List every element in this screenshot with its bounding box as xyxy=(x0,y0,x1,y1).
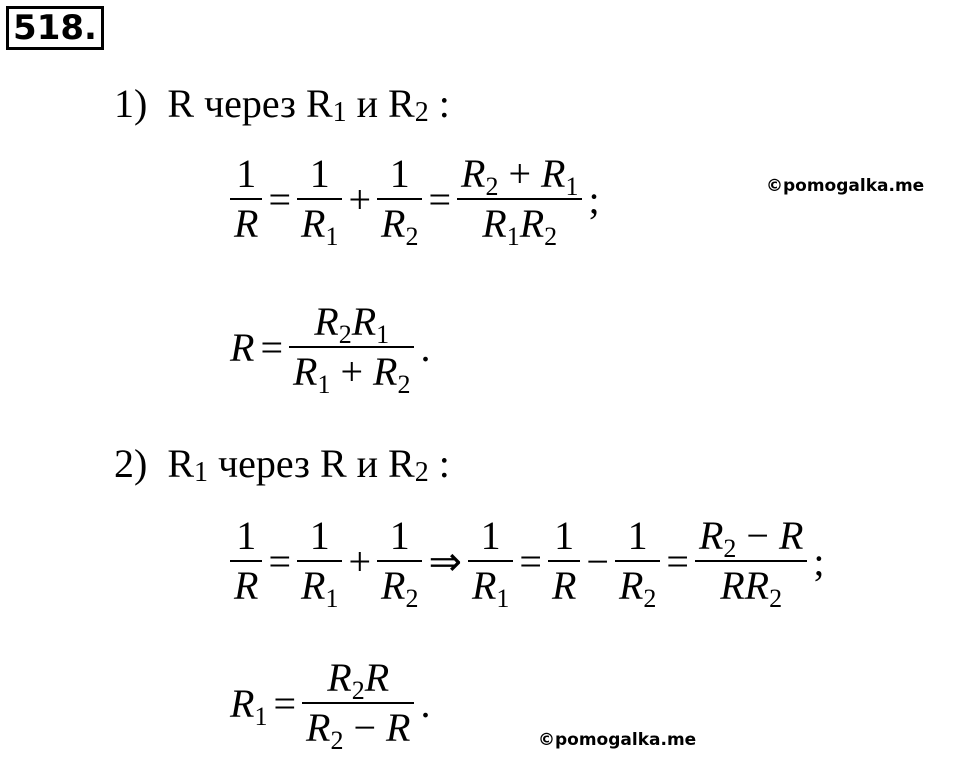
part2-var-r: R xyxy=(319,441,347,486)
equals-sign: = xyxy=(268,538,291,584)
implies-arrow-icon: ⇒ xyxy=(428,538,462,584)
part1-var-r1: R1 xyxy=(305,81,347,128)
fraction: R2R1 R1 + R2 xyxy=(289,298,415,398)
part1-via: через xyxy=(204,81,296,126)
part2-colon: : xyxy=(438,441,450,486)
part1-heading: 1) R через R1 и R2 : xyxy=(114,80,450,128)
fraction: 1 R1 xyxy=(297,150,343,250)
fraction: R2R R2 − R xyxy=(302,654,415,754)
fraction: 1 R1 xyxy=(297,512,343,612)
period: . xyxy=(420,680,431,726)
part1-equation-2: R= R2R1 R1 + R2 . xyxy=(230,298,436,398)
semicolon: ; xyxy=(588,176,600,222)
fraction: R2 − R RR2 xyxy=(694,512,808,612)
equals-sign: = xyxy=(273,680,296,726)
part2-via: через xyxy=(218,441,310,486)
part2-var-r2: R2 xyxy=(388,441,429,488)
equals-sign: = xyxy=(268,176,291,222)
fraction: 1 R xyxy=(230,512,263,610)
part2-index: 2) xyxy=(114,441,148,486)
equals-sign: = xyxy=(666,538,689,584)
watermark: ©pomogalka.me xyxy=(538,730,697,750)
part1-var-r: R xyxy=(167,81,195,126)
fraction: 1 R2 xyxy=(377,150,423,250)
part2-var-r1: R1 xyxy=(167,441,209,488)
fraction: 1 R2 xyxy=(377,512,423,612)
fraction: 1 R xyxy=(230,150,263,248)
plus-sign: + xyxy=(348,538,371,584)
equals-sign: = xyxy=(428,176,451,222)
part1-var-r2: R2 xyxy=(388,81,429,128)
period: . xyxy=(420,324,431,370)
watermark: ©pomogalka.me xyxy=(766,176,925,196)
part1-index: 1) xyxy=(114,81,148,126)
part1-equation-1: 1 R = 1 R1 + 1 R2 = R2 + R1 R1R2 ; xyxy=(230,150,606,250)
problem-number: 518. xyxy=(6,6,104,50)
minus-sign: − xyxy=(586,538,609,584)
part2-and: и xyxy=(356,441,379,486)
part1-colon: : xyxy=(438,81,450,126)
semicolon: ; xyxy=(813,538,825,584)
part2-equation-1: 1 R = 1 R1 + 1 R2 ⇒ 1 R1 = 1 R − 1 R2 = … xyxy=(230,512,831,612)
equals-sign: = xyxy=(260,324,283,370)
fraction: 1 R1 xyxy=(467,512,514,612)
plus-sign: + xyxy=(348,176,371,222)
fraction: 1 R xyxy=(547,512,581,610)
equals-sign: = xyxy=(519,538,542,584)
fraction: R2 + R1 R1R2 xyxy=(457,150,583,250)
part1-and: и xyxy=(356,81,379,126)
part2-heading: 2) R1 через R и R2 : xyxy=(114,440,450,488)
fraction: 1 R2 xyxy=(614,512,661,612)
part2-equation-2: R1= R2R R2 − R . xyxy=(230,654,436,754)
